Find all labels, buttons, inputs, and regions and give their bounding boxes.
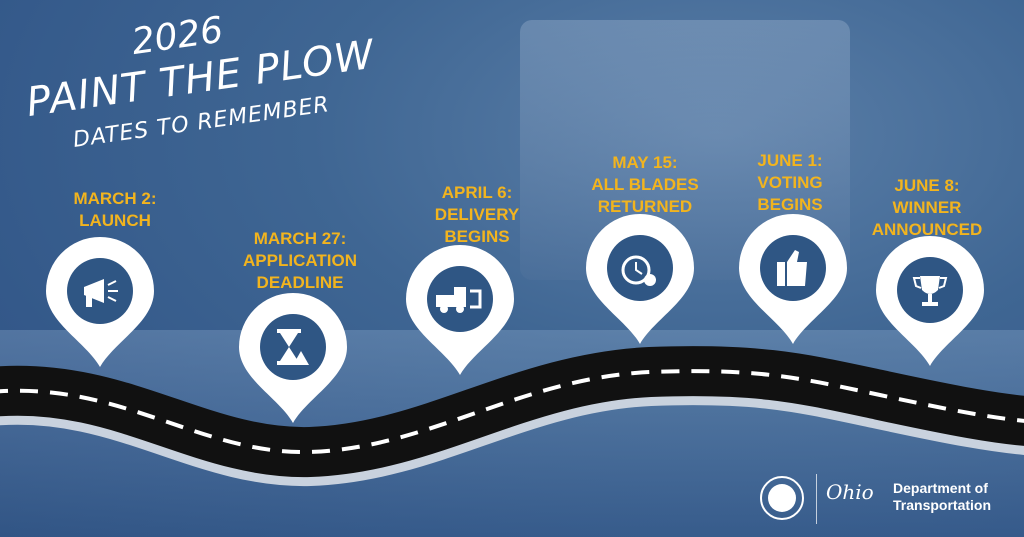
- pin-launch: [46, 237, 154, 367]
- org-name: Department of Transportation: [893, 480, 991, 514]
- milestone-label-blades-returned: MAY 15: ALL BLADES RETURNED: [565, 152, 725, 218]
- milestone-date: JUNE 8:: [894, 176, 960, 195]
- milestone-text: LAUNCH: [79, 211, 151, 230]
- org-name-line2: Transportation: [893, 497, 992, 513]
- milestone-text: DELIVERY: [434, 205, 520, 224]
- pin-voting: [739, 214, 847, 344]
- milestone-date: APRIL 6:: [441, 183, 513, 202]
- milestone-label-delivery: APRIL 6: DELIVERY BEGINS: [397, 182, 557, 248]
- milestone-date: MARCH 27:: [253, 229, 347, 248]
- thumbs-up-icon: [777, 250, 807, 286]
- ohio-logo: Ohio: [826, 480, 874, 504]
- pin-delivery: [406, 245, 514, 375]
- odot-logo: Ohio Department of Transportation: [760, 470, 1010, 530]
- milestone-text: ANNOUNCED: [871, 220, 983, 239]
- milestone-text: WINNER: [892, 198, 962, 217]
- pin-deadline: [239, 293, 347, 423]
- milestone-text: BEGINS: [444, 227, 510, 246]
- plow-truck-icon: [436, 287, 482, 313]
- milestone-date: JUNE 1:: [757, 151, 823, 170]
- milestone-date: MARCH 2:: [73, 189, 157, 208]
- milestone-text: DEADLINE: [256, 273, 344, 292]
- milestone-label-winner: JUNE 8: WINNER ANNOUNCED: [847, 175, 1007, 241]
- trophy-icon: [912, 276, 948, 306]
- milestone-text: APPLICATION: [243, 251, 357, 270]
- milestone-label-voting: JUNE 1: VOTING BEGINS: [710, 150, 870, 216]
- odot-emblem-icon: [760, 476, 804, 520]
- logo-divider: [816, 474, 817, 524]
- hourglass-warning-icon: [277, 329, 309, 365]
- milestone-text: ALL BLADES: [591, 175, 699, 194]
- milestone-label-launch: MARCH 2: LAUNCH: [35, 188, 195, 232]
- pin-blades-returned: [586, 214, 694, 344]
- milestone-text: RETURNED: [597, 197, 693, 216]
- pin-winner: [876, 236, 984, 366]
- milestone-text: VOTING: [757, 173, 823, 192]
- alarm-clock-icon: [621, 255, 656, 286]
- milestone-date: MAY 15:: [612, 153, 678, 172]
- milestone-text: BEGINS: [757, 195, 823, 214]
- road-center-line: [0, 369, 1024, 455]
- milestone-label-deadline: MARCH 27: APPLICATION DEADLINE: [220, 228, 380, 294]
- megaphone-icon: [84, 279, 118, 307]
- org-name-line1: Department of: [893, 480, 988, 496]
